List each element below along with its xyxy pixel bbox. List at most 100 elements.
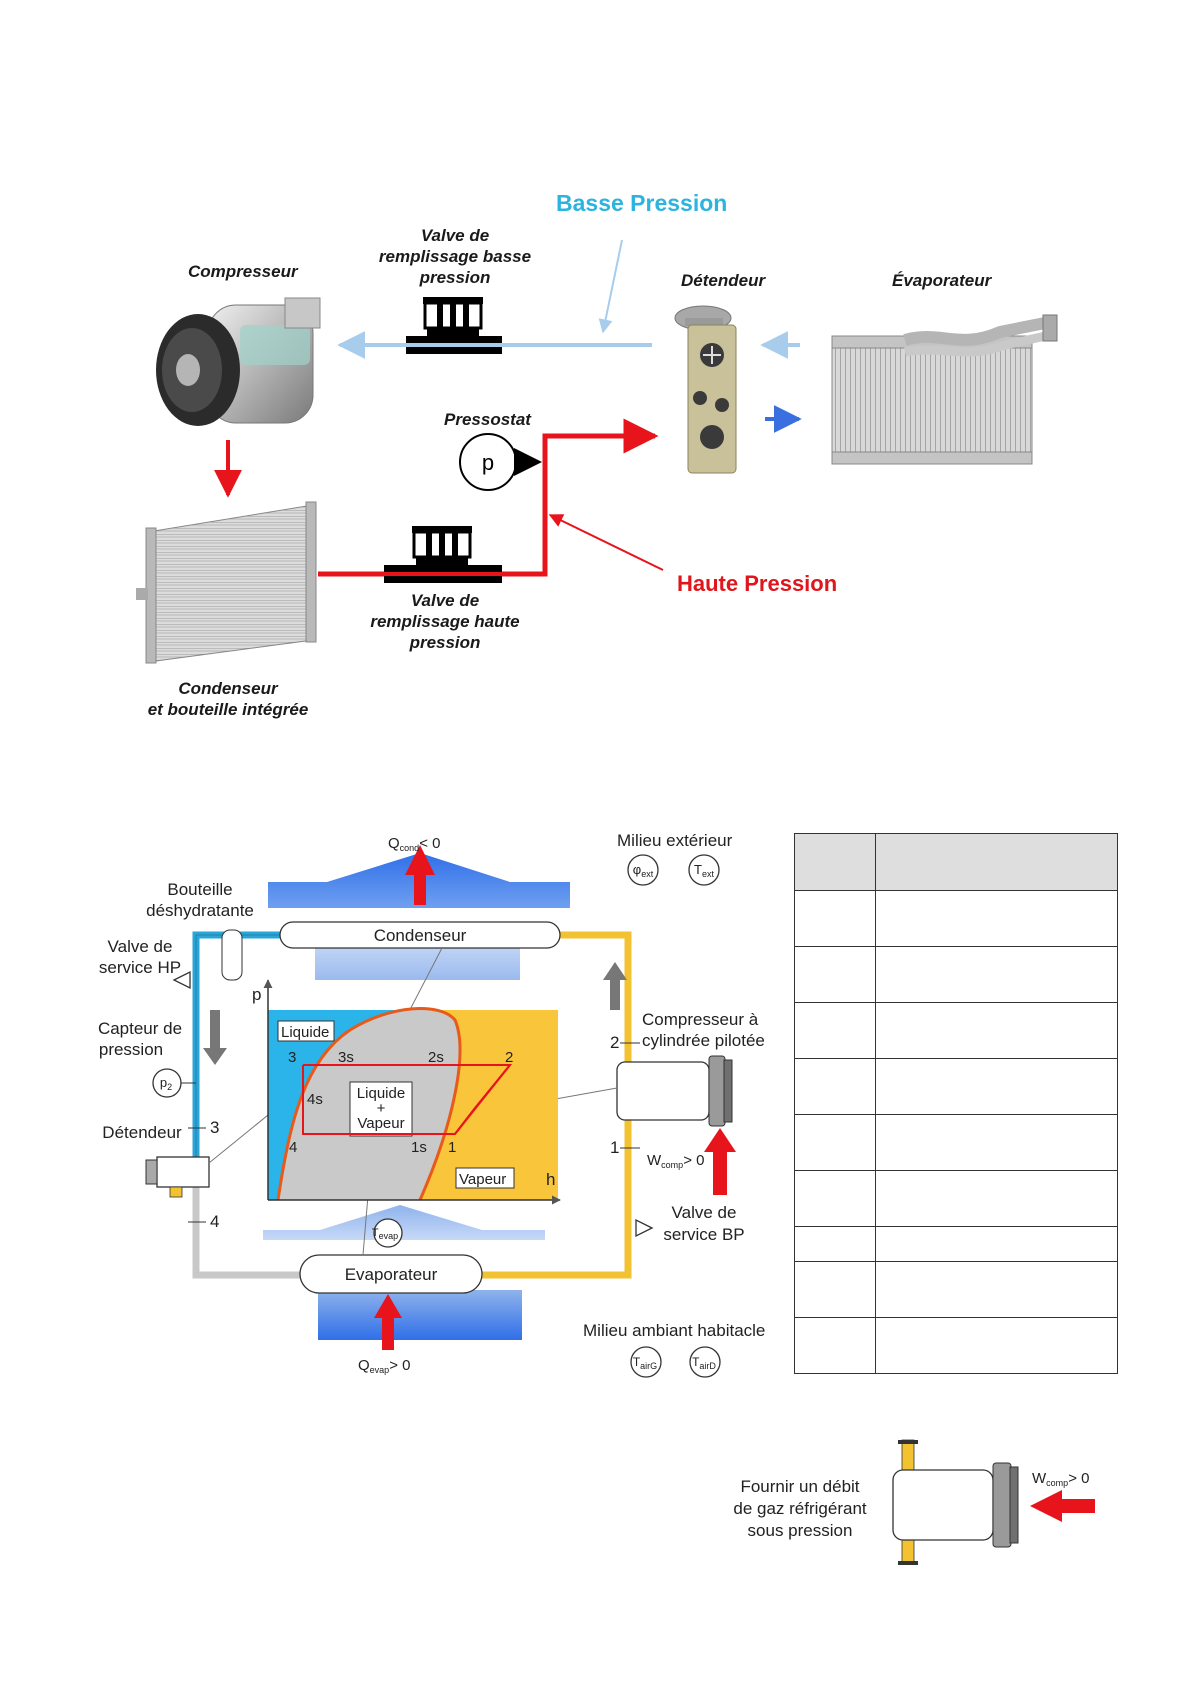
table-cell[interactable]	[875, 946, 1118, 1003]
compressor-image	[156, 297, 321, 426]
ph-axis-h: h	[546, 1170, 555, 1189]
table-row	[794, 1058, 1118, 1115]
table-cell[interactable]	[794, 833, 876, 891]
valve-bp-label-3: pression	[419, 268, 491, 287]
table-cell[interactable]	[875, 1317, 1118, 1374]
table-cell[interactable]	[794, 1317, 876, 1374]
detendeur-image	[674, 305, 737, 474]
table-cell[interactable]	[794, 1114, 876, 1171]
pt-3: 3	[288, 1049, 296, 1066]
ph-diagram: p h Liquide Vapeur Liquide + Vapeur 3 3s…	[252, 979, 561, 1205]
table-cell[interactable]	[875, 890, 1118, 947]
phi-ext-sensor	[627, 854, 659, 886]
table-cell[interactable]	[794, 1002, 876, 1059]
condenser-box-label: Condenseur	[374, 926, 467, 945]
valve-bp-label-1: Valve de	[421, 226, 489, 245]
table-cell[interactable]	[875, 1170, 1118, 1227]
table-cell[interactable]	[794, 1261, 876, 1318]
extra-bottom-pipe	[901, 1539, 915, 1565]
table-cell[interactable]	[875, 1261, 1118, 1318]
table-cell[interactable]	[875, 1226, 1118, 1262]
t-airg-sensor	[630, 1346, 662, 1378]
pt-4: 4	[289, 1139, 297, 1156]
valve-bp-label-2: remplissage basse	[379, 247, 531, 266]
pressostat-triangle	[514, 448, 542, 476]
valve-hp-symbol	[384, 526, 502, 583]
liquide-label: Liquide	[281, 1024, 329, 1041]
high-pressure-line	[318, 418, 659, 577]
q-cond-arrow	[405, 845, 435, 905]
valve-hp-triangle	[172, 970, 191, 990]
vapeur-box	[455, 1167, 515, 1189]
bouteille-shape	[221, 929, 243, 981]
t-aird-sensor	[689, 1346, 721, 1378]
detendeur-label: Détendeur	[681, 271, 766, 290]
ph-axis-p: p	[252, 985, 261, 1004]
blank-answer-table	[794, 833, 1118, 1374]
circuit-num-4: 4	[210, 1212, 219, 1231]
q-evap-arrow	[374, 1294, 402, 1350]
pt-1s: 1s	[411, 1139, 427, 1156]
haute-pression-pointer	[548, 514, 664, 571]
table-cell[interactable]	[794, 890, 876, 947]
table-row	[794, 1226, 1118, 1262]
evaporator-label: Évaporateur	[892, 271, 993, 290]
pt-3s: 3s	[338, 1049, 354, 1066]
compressor-pulley	[708, 1055, 726, 1127]
evaporator-image	[831, 314, 1058, 465]
extra-pulley-rim	[1009, 1466, 1019, 1544]
condenser-image	[136, 501, 317, 664]
mix-label-1: Liquide	[357, 1085, 405, 1102]
bouteille-label-2: déshydratante	[146, 901, 254, 920]
table-row	[794, 1114, 1118, 1171]
gray-line	[192, 1185, 300, 1279]
table-row	[794, 1170, 1118, 1227]
w-comp-label: Wcomp> 0	[647, 1152, 704, 1170]
table-row	[794, 890, 1118, 947]
table-cell[interactable]	[794, 946, 876, 1003]
condenser-label-2: et bouteille intégrée	[148, 700, 309, 719]
table-cell[interactable]	[875, 833, 1118, 891]
function-text-2: de gaz réfrigérant	[733, 1499, 867, 1518]
p2-label: p2	[160, 1075, 172, 1092]
capteur-label-2: pression	[99, 1040, 163, 1059]
extra-w-comp-label: Wcomp> 0	[1032, 1470, 1089, 1488]
evaporator-box-label: Evaporateur	[345, 1265, 438, 1284]
t-airg-label: TairG	[633, 1355, 657, 1371]
extra-top-pipe	[901, 1439, 915, 1471]
cycle-compression	[454, 1064, 511, 1135]
evaporator-box	[299, 1254, 483, 1294]
mix-box	[349, 1081, 413, 1137]
extra-compressor-box	[892, 1469, 994, 1541]
bouteille-label-1: Bouteille	[167, 880, 232, 899]
detendeur-box	[156, 1156, 210, 1188]
table-cell[interactable]	[794, 1170, 876, 1227]
function-text-1: Fournir un débit	[740, 1477, 859, 1496]
t-ext-label: Text	[694, 862, 714, 879]
w-comp-arrow	[704, 1128, 736, 1195]
table-cell[interactable]	[875, 1058, 1118, 1115]
table-cell[interactable]	[794, 1058, 876, 1115]
milieu-ambiant-label: Milieu ambiant habitacle	[583, 1321, 765, 1340]
compressor-label-2: cylindrée pilotée	[642, 1031, 765, 1050]
basse-pression-pointer	[598, 239, 623, 334]
table-cell[interactable]	[875, 1114, 1118, 1171]
condenser-box	[279, 921, 561, 949]
saturation-dome	[276, 1007, 462, 1201]
q-evap-label: Qevap> 0	[358, 1357, 410, 1375]
pt-2: 2	[505, 1049, 513, 1066]
detendeur-label: Détendeur	[102, 1123, 182, 1142]
table-cell[interactable]	[794, 1226, 876, 1262]
q-cond-label: Qcond< 0	[388, 835, 440, 853]
haute-pression-title: Haute Pression	[677, 571, 837, 596]
ac-circuit-diagram: Basse Pression Compresseur Valve de remp…	[136, 190, 1058, 719]
detendeur-pipe	[169, 1186, 183, 1198]
pressostat-label: Pressostat	[444, 410, 532, 429]
table-header-row	[794, 833, 1118, 891]
compressor-box	[616, 1061, 710, 1121]
table-cell[interactable]	[875, 1002, 1118, 1059]
basse-pression-title: Basse Pression	[556, 190, 727, 216]
circuit-num-1: 1	[610, 1138, 619, 1157]
condenser-label-1: Condenseur	[178, 679, 279, 698]
pt-1: 1	[448, 1139, 456, 1156]
